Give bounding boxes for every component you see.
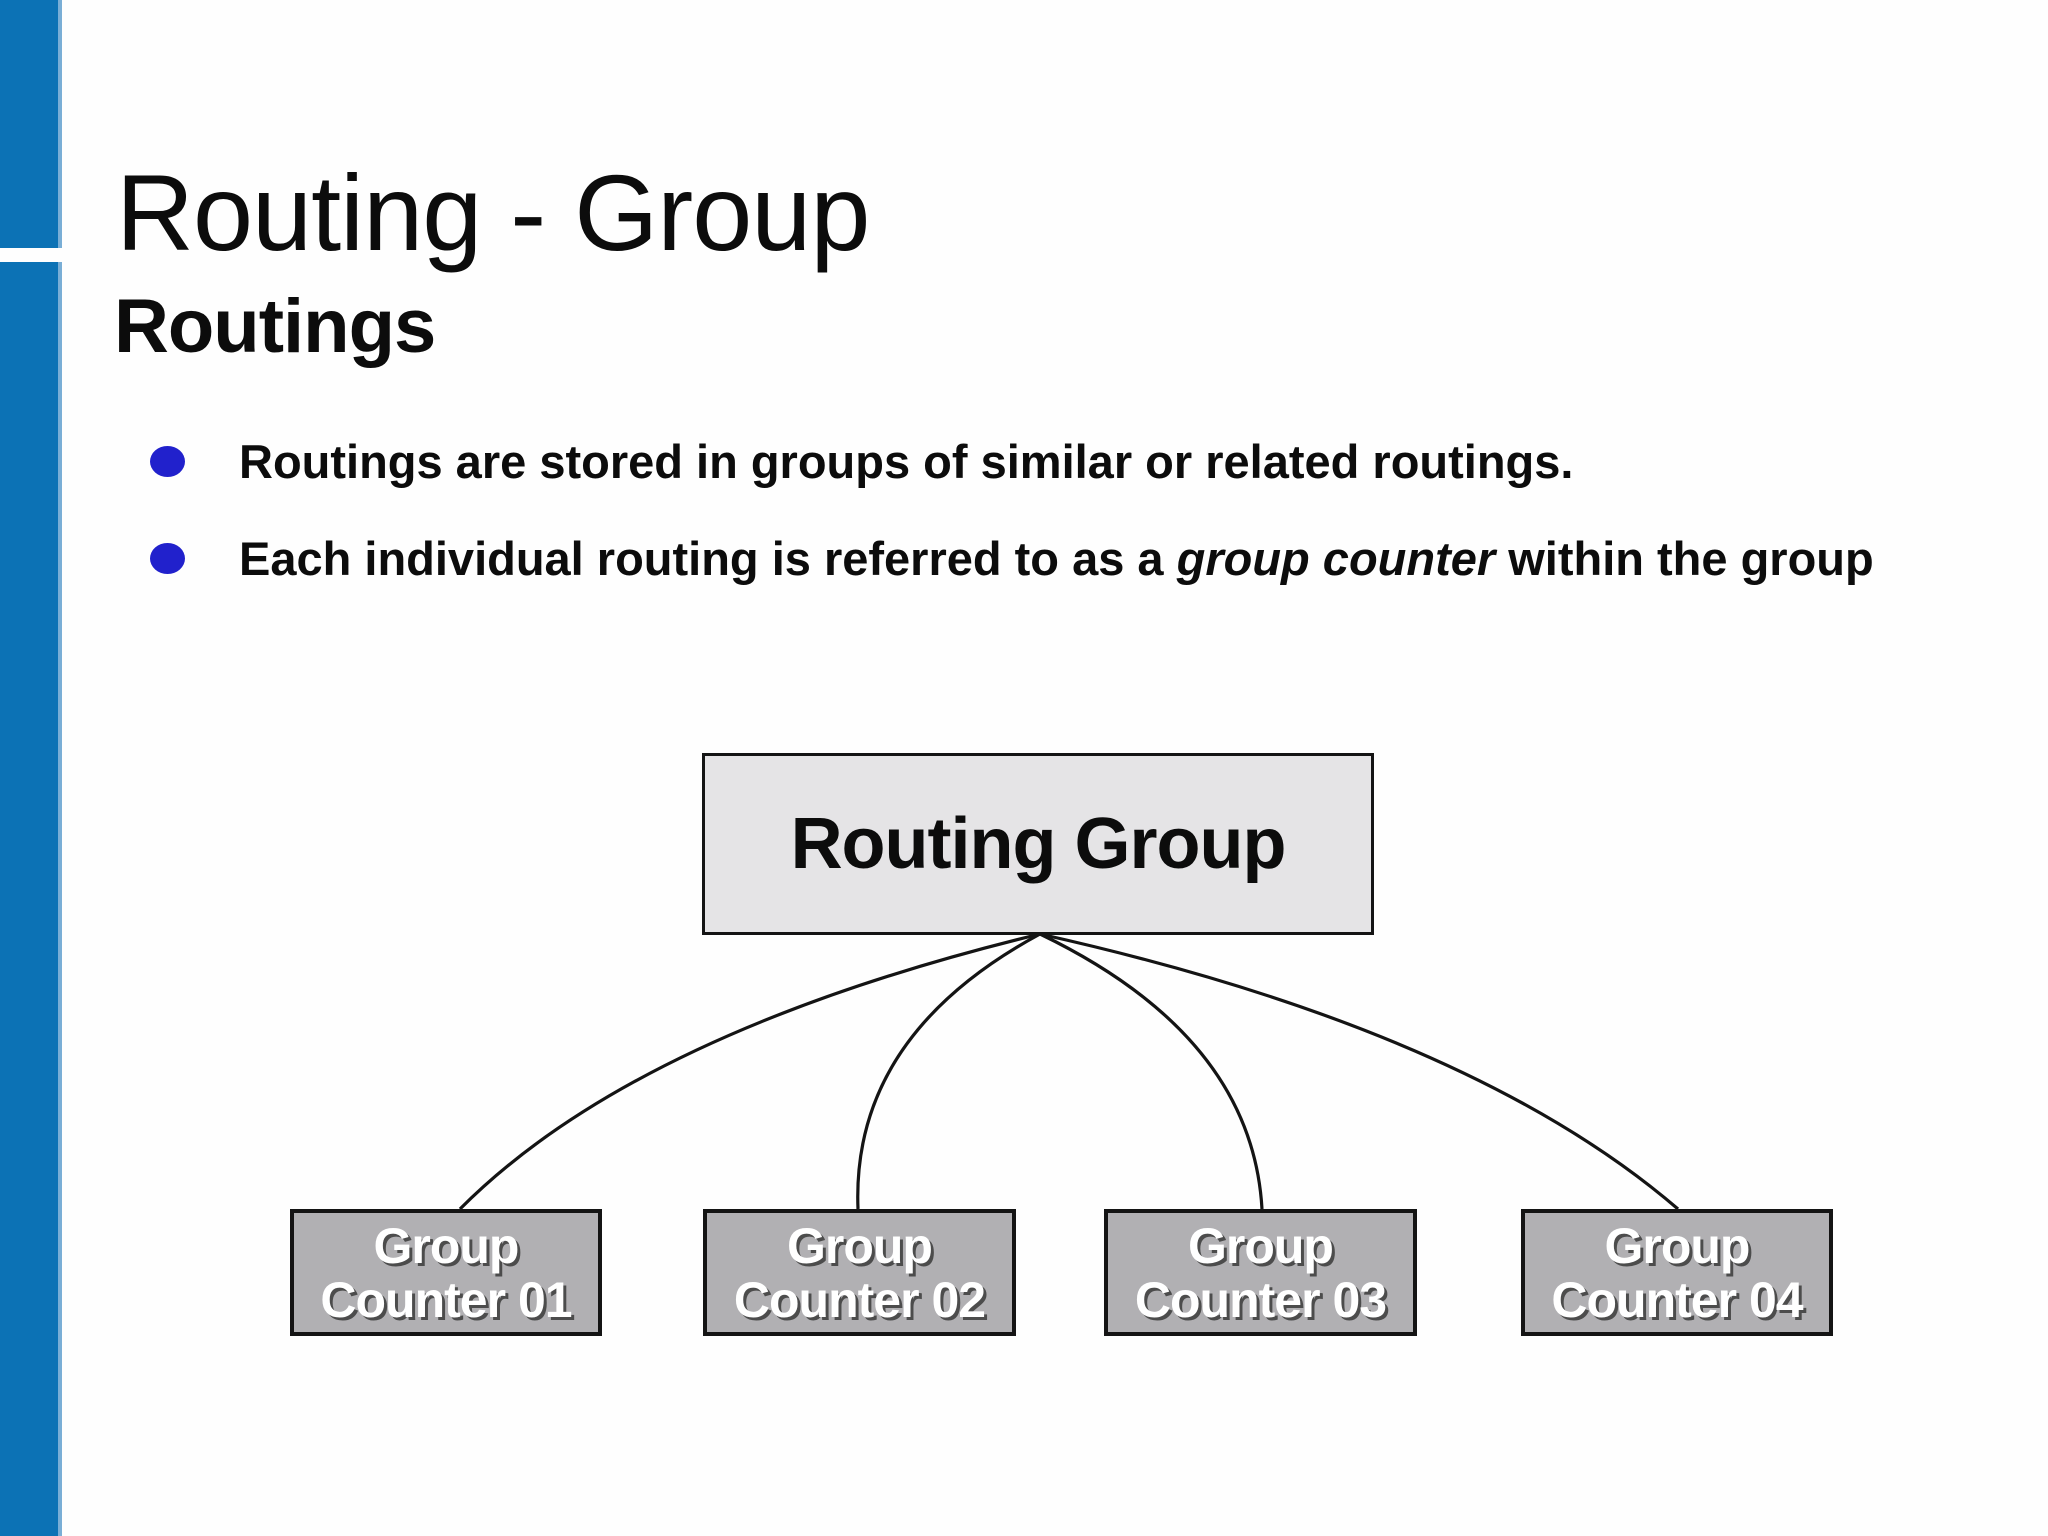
connector-line [856,932,1041,1210]
group-counter-box-03: Group Counter 03 [1104,1209,1417,1336]
group-counter-label-line2: Counter 01 [320,1271,572,1328]
left-accent-bar-gap [0,248,64,262]
group-counter-label-line2: Counter 02 [733,1271,986,1328]
bullet-item: Each individual routing is referred to a… [150,526,2030,591]
group-counter-label-line1: Group [1604,1217,1751,1274]
group-counter-label-line1: Group [373,1217,520,1274]
group-counter-box-01: Group Counter 01 [290,1209,602,1336]
routing-group-box: Routing Group [702,753,1374,935]
group-counter-label-line2: Counter 04 [1551,1271,1803,1328]
connector-line [458,932,1041,1211]
bullet-list: Routings are stored in groups of similar… [150,429,2030,623]
left-accent-bar-edge [58,0,62,1536]
group-counter-label-line2: Counter 03 [1134,1271,1387,1328]
bullet-segment-italic: group counter [1176,532,1496,585]
bullet-segment: within the group [1495,532,1874,585]
group-counter-label-line1: Group [787,1217,933,1274]
group-counter-box-02: Group Counter 02 [703,1209,1016,1336]
bullet-item: Routings are stored in groups of similar… [150,429,2030,494]
bullet-text: Routings are stored in groups of similar… [239,429,1573,494]
slide-subtitle: Routings [114,284,436,369]
group-counter-box-04: Group Counter 04 [1521,1209,1833,1336]
slide-title: Routing - Group [116,152,870,273]
group-counter-label-line1: Group [1188,1217,1334,1274]
bullet-text: Each individual routing is referred to a… [239,526,1874,591]
bullet-dot-icon [150,543,185,574]
bullet-dot-icon [150,446,185,477]
routing-group-label: Routing Group [790,804,1287,884]
connector-line [1039,932,1680,1211]
bullet-segment: Routings are stored in groups of similar… [239,435,1574,488]
connector-line [1039,932,1264,1210]
bullet-segment: Each individual routing is referred to a… [239,532,1177,585]
